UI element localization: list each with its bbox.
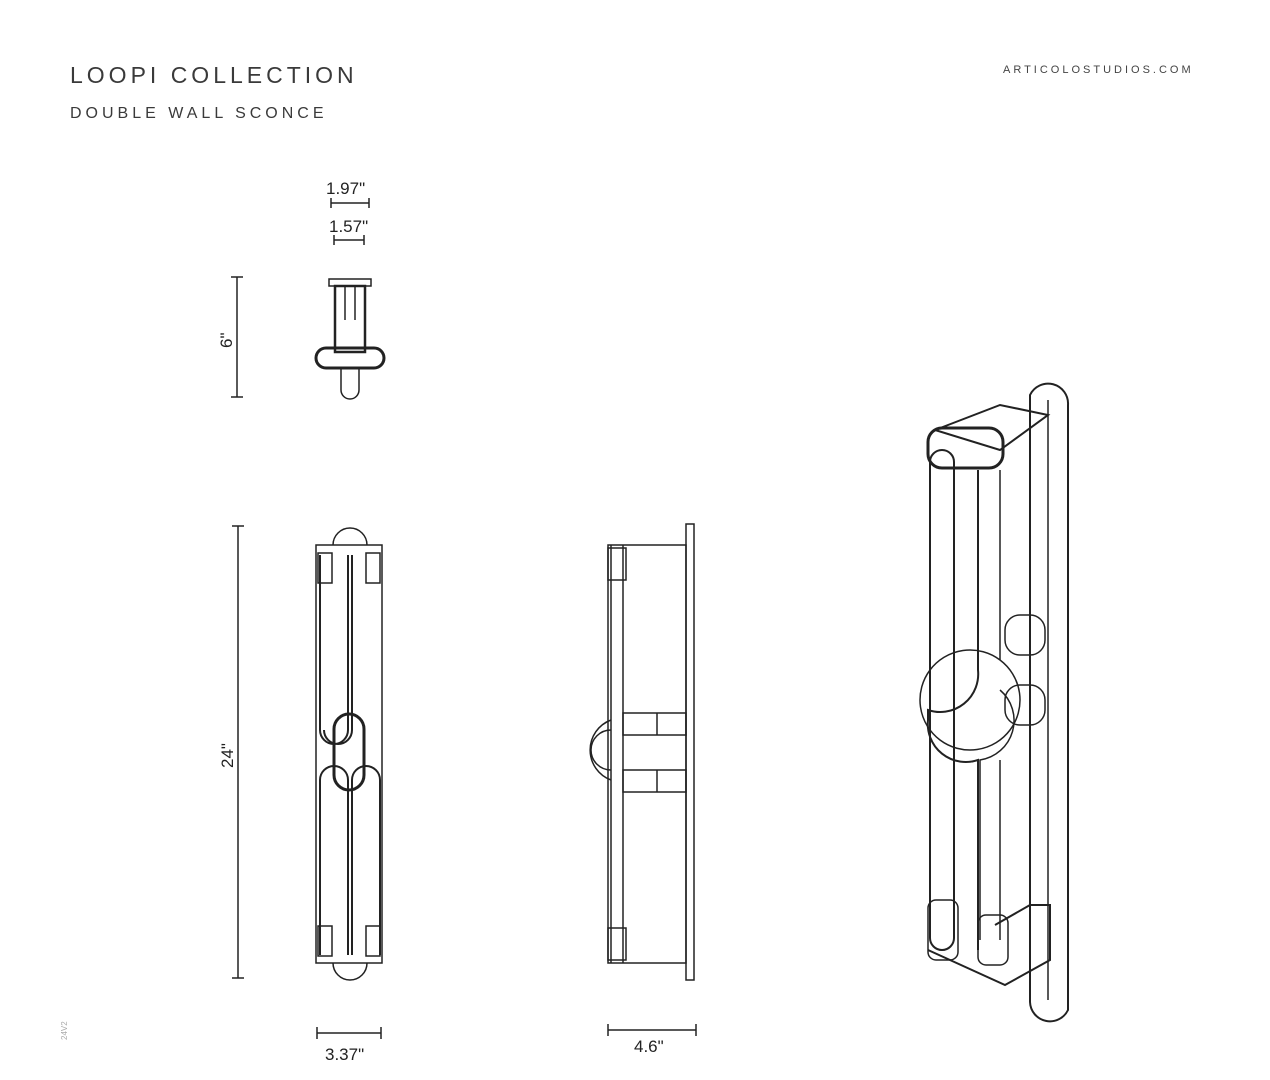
- dim-top-outer-width: 1.97": [326, 179, 365, 198]
- perspective-view: [919, 382, 1070, 1023]
- dim-front-width: 3.37": [325, 1045, 364, 1064]
- collection-title: LOOPI COLLECTION: [70, 62, 358, 88]
- product-subtitle: DOUBLE WALL SCONCE: [70, 105, 328, 122]
- front-view: 24" 3.37": [218, 525, 383, 1064]
- website-link[interactable]: ARTICOLOSTUDIOS.COM: [1003, 64, 1194, 76]
- dim-top-inner-width: 1.57": [329, 217, 368, 236]
- dim-side-depth: 4.6": [634, 1037, 664, 1056]
- top-view: 1.97" 1.57" 6": [217, 179, 386, 400]
- dim-top-height: 6": [217, 333, 236, 349]
- side-view: 4.6": [589, 523, 697, 1056]
- dim-front-height: 24": [218, 743, 237, 768]
